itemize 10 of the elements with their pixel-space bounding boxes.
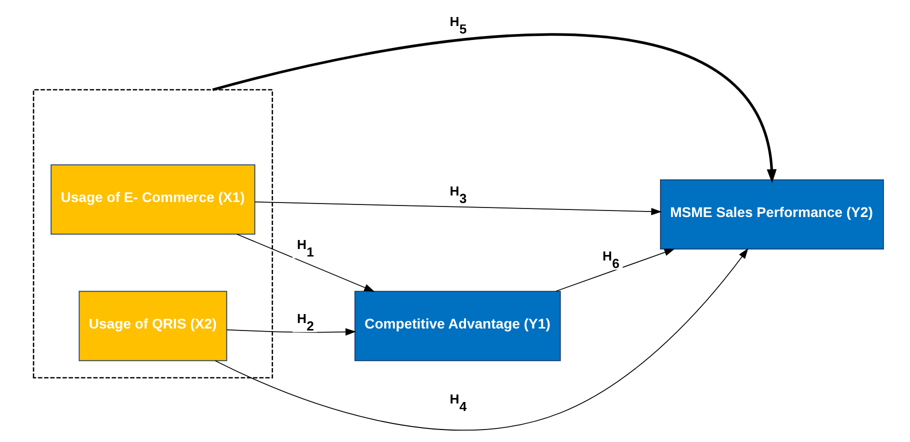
node-box: Competitive Advantage (Y1) (354, 290, 561, 362)
node-box: Usage of QRIS (X2) (78, 290, 228, 362)
cluster (32, 89, 274, 378)
arrow (212, 33, 777, 184)
arrow (254, 202, 662, 216)
arrow (226, 328, 356, 336)
node-box: MSME Sales Performance (Y2) (660, 179, 884, 250)
node-box: Usage of E- Commerce (X1) (50, 164, 256, 235)
arrow (214, 248, 748, 431)
arrow (556, 248, 675, 292)
